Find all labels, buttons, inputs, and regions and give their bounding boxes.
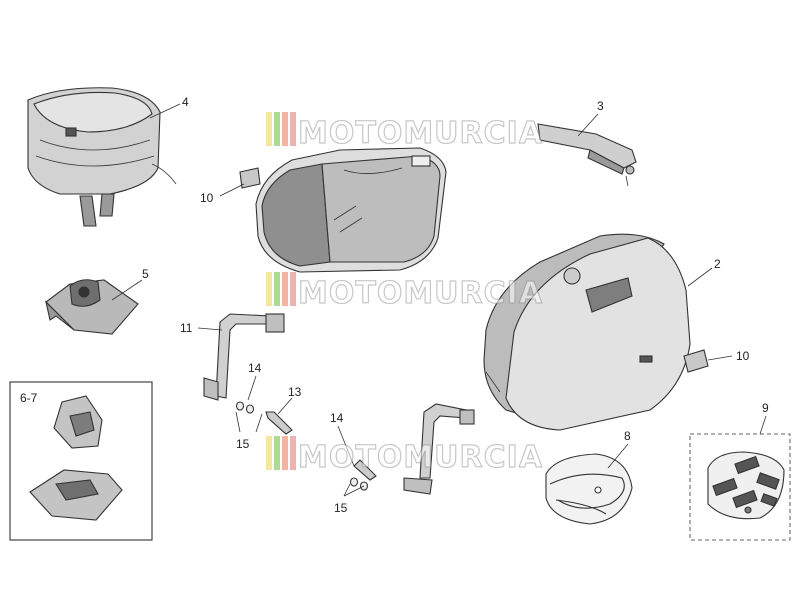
- label-4: 4: [182, 95, 189, 109]
- sticker-left-part: [239, 167, 261, 189]
- label-15-center: 15: [334, 501, 348, 515]
- watermark-bottom: MOTOMURCIA: [266, 436, 543, 476]
- label-6-7: 6-7: [20, 391, 38, 405]
- label-14-center: 14: [330, 411, 344, 425]
- label-10-right: 10: [736, 349, 750, 363]
- label-9: 9: [762, 401, 769, 415]
- label-11: 11: [180, 321, 193, 335]
- label-5: 5: [142, 267, 149, 281]
- label-2: 2: [714, 257, 721, 271]
- watermark-text-middle: MOTOMURCIA: [298, 276, 543, 311]
- watermark-text-top: MOTOMURCIA: [298, 116, 543, 151]
- label-8: 8: [624, 429, 631, 443]
- label-13: 13: [288, 385, 302, 399]
- right-bracket-part: [403, 403, 475, 495]
- label-14-left: 14: [248, 361, 262, 375]
- luggage-rack-part: [537, 123, 637, 187]
- part-labels: 4 3 10 5 2 11 10 14 13 6-7 15 14 8 9 15: [20, 95, 769, 515]
- cable-part: [545, 453, 633, 525]
- watermark-text-bottom: MOTOMURCIA: [298, 440, 543, 475]
- watermark-top: MOTOMURCIA: [266, 112, 543, 152]
- buckle-kit-part: [689, 433, 791, 541]
- screw-set-left: [235, 401, 293, 435]
- label-3: 3: [597, 99, 604, 113]
- tank-bag-part: [27, 87, 177, 227]
- right-side-case-part: [483, 233, 691, 431]
- leader-lines: [111, 103, 767, 497]
- left-side-case-part: [255, 147, 447, 273]
- screw-set-center: [349, 459, 377, 491]
- label-10-left: 10: [200, 191, 214, 205]
- watermark-middle: MOTOMURCIA: [266, 272, 543, 312]
- lock-housing-part: [45, 279, 139, 335]
- left-bracket-part: [203, 313, 285, 401]
- inset-box-6-7: [9, 381, 153, 541]
- sticker-right-part: [683, 349, 709, 373]
- label-15-left: 15: [236, 437, 250, 451]
